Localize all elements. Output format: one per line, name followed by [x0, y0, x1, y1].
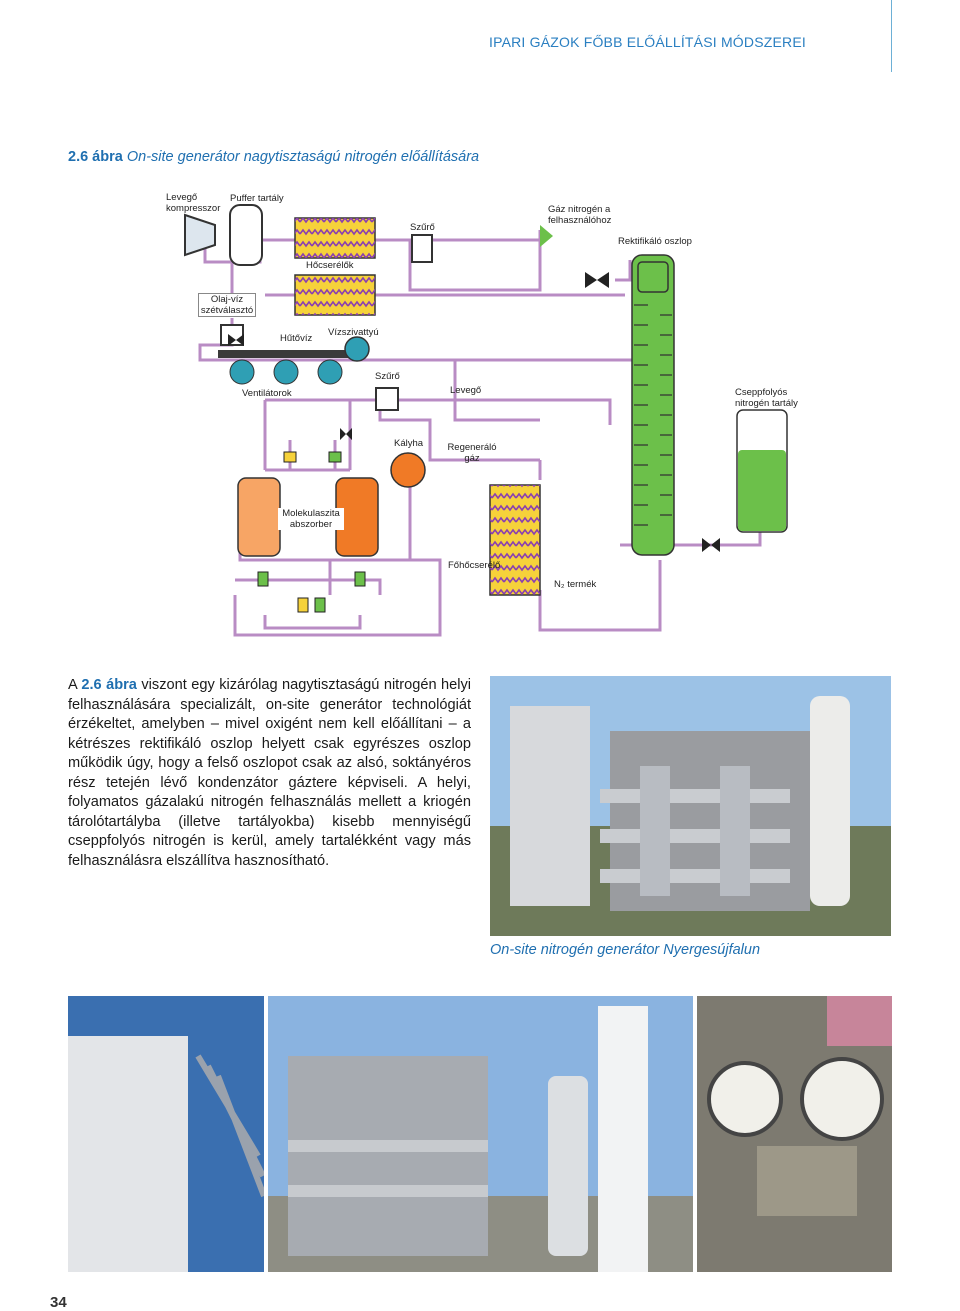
- label-heat-exchangers: Hőcserélők: [306, 260, 354, 271]
- label-buffer: Puffer tartály: [230, 193, 284, 204]
- label-cooling-water: Hűtővíz: [280, 333, 313, 344]
- label-air: Levegő: [450, 385, 482, 396]
- label-n2-product: N₂ termék: [554, 579, 597, 590]
- compressor-icon: [184, 213, 216, 257]
- figure-caption: On-site generátor nagytisztaságú nitrogé…: [126, 149, 480, 165]
- label-heater: Kályha: [394, 438, 424, 449]
- label-return-pump: Vízszivattyú: [328, 327, 379, 338]
- process-diagram: [184, 204, 788, 637]
- label-main-hx: Főhőcserélő: [448, 560, 501, 571]
- fan-icon: [229, 359, 255, 385]
- photo-bottom-2: [268, 996, 693, 1272]
- para-prefix: A: [68, 677, 82, 693]
- figure-reference: 2.6 ábra: [81, 677, 137, 693]
- rectifier-column-icon: [631, 254, 675, 556]
- fan-icon: [317, 359, 343, 385]
- running-header: IPARI GÁZOK FŐBB ELŐÁLLÍTÁSI MÓDSZEREI: [489, 34, 806, 50]
- buffer-tank-icon: [229, 204, 263, 266]
- fan-icon: [273, 359, 299, 385]
- valve-icon: [585, 272, 609, 288]
- figure-number: 2.6 ábra: [68, 149, 123, 165]
- pump-icon: [344, 336, 370, 362]
- filter-icon: [411, 234, 433, 263]
- label-filter-mid: Szűrő: [375, 371, 400, 382]
- para-text: viszont egy kizárólag nagytisztaságú nit…: [68, 677, 472, 869]
- figure-title: 2.6 ábra On-site generátor nagytisztaság…: [68, 149, 479, 165]
- photo-bottom-1: [68, 996, 264, 1272]
- heater-icon: [390, 452, 426, 488]
- header-rule: [891, 0, 892, 72]
- body-paragraph: A 2.6 ábra viszont egy kizárólag nagytis…: [68, 676, 471, 871]
- arrow-icon: [540, 225, 553, 247]
- photo-caption: On-site nitrogén generátor Nyergesújfalu…: [490, 942, 761, 958]
- photo-generator: [490, 676, 891, 936]
- label-filter-top: Szűrő: [410, 222, 435, 233]
- photo-bottom-3: [697, 996, 892, 1272]
- label-fans: Ventilátorok: [242, 388, 292, 399]
- label-rectifier: Rektifikáló oszlop: [618, 236, 692, 247]
- page-number: 34: [50, 1294, 67, 1311]
